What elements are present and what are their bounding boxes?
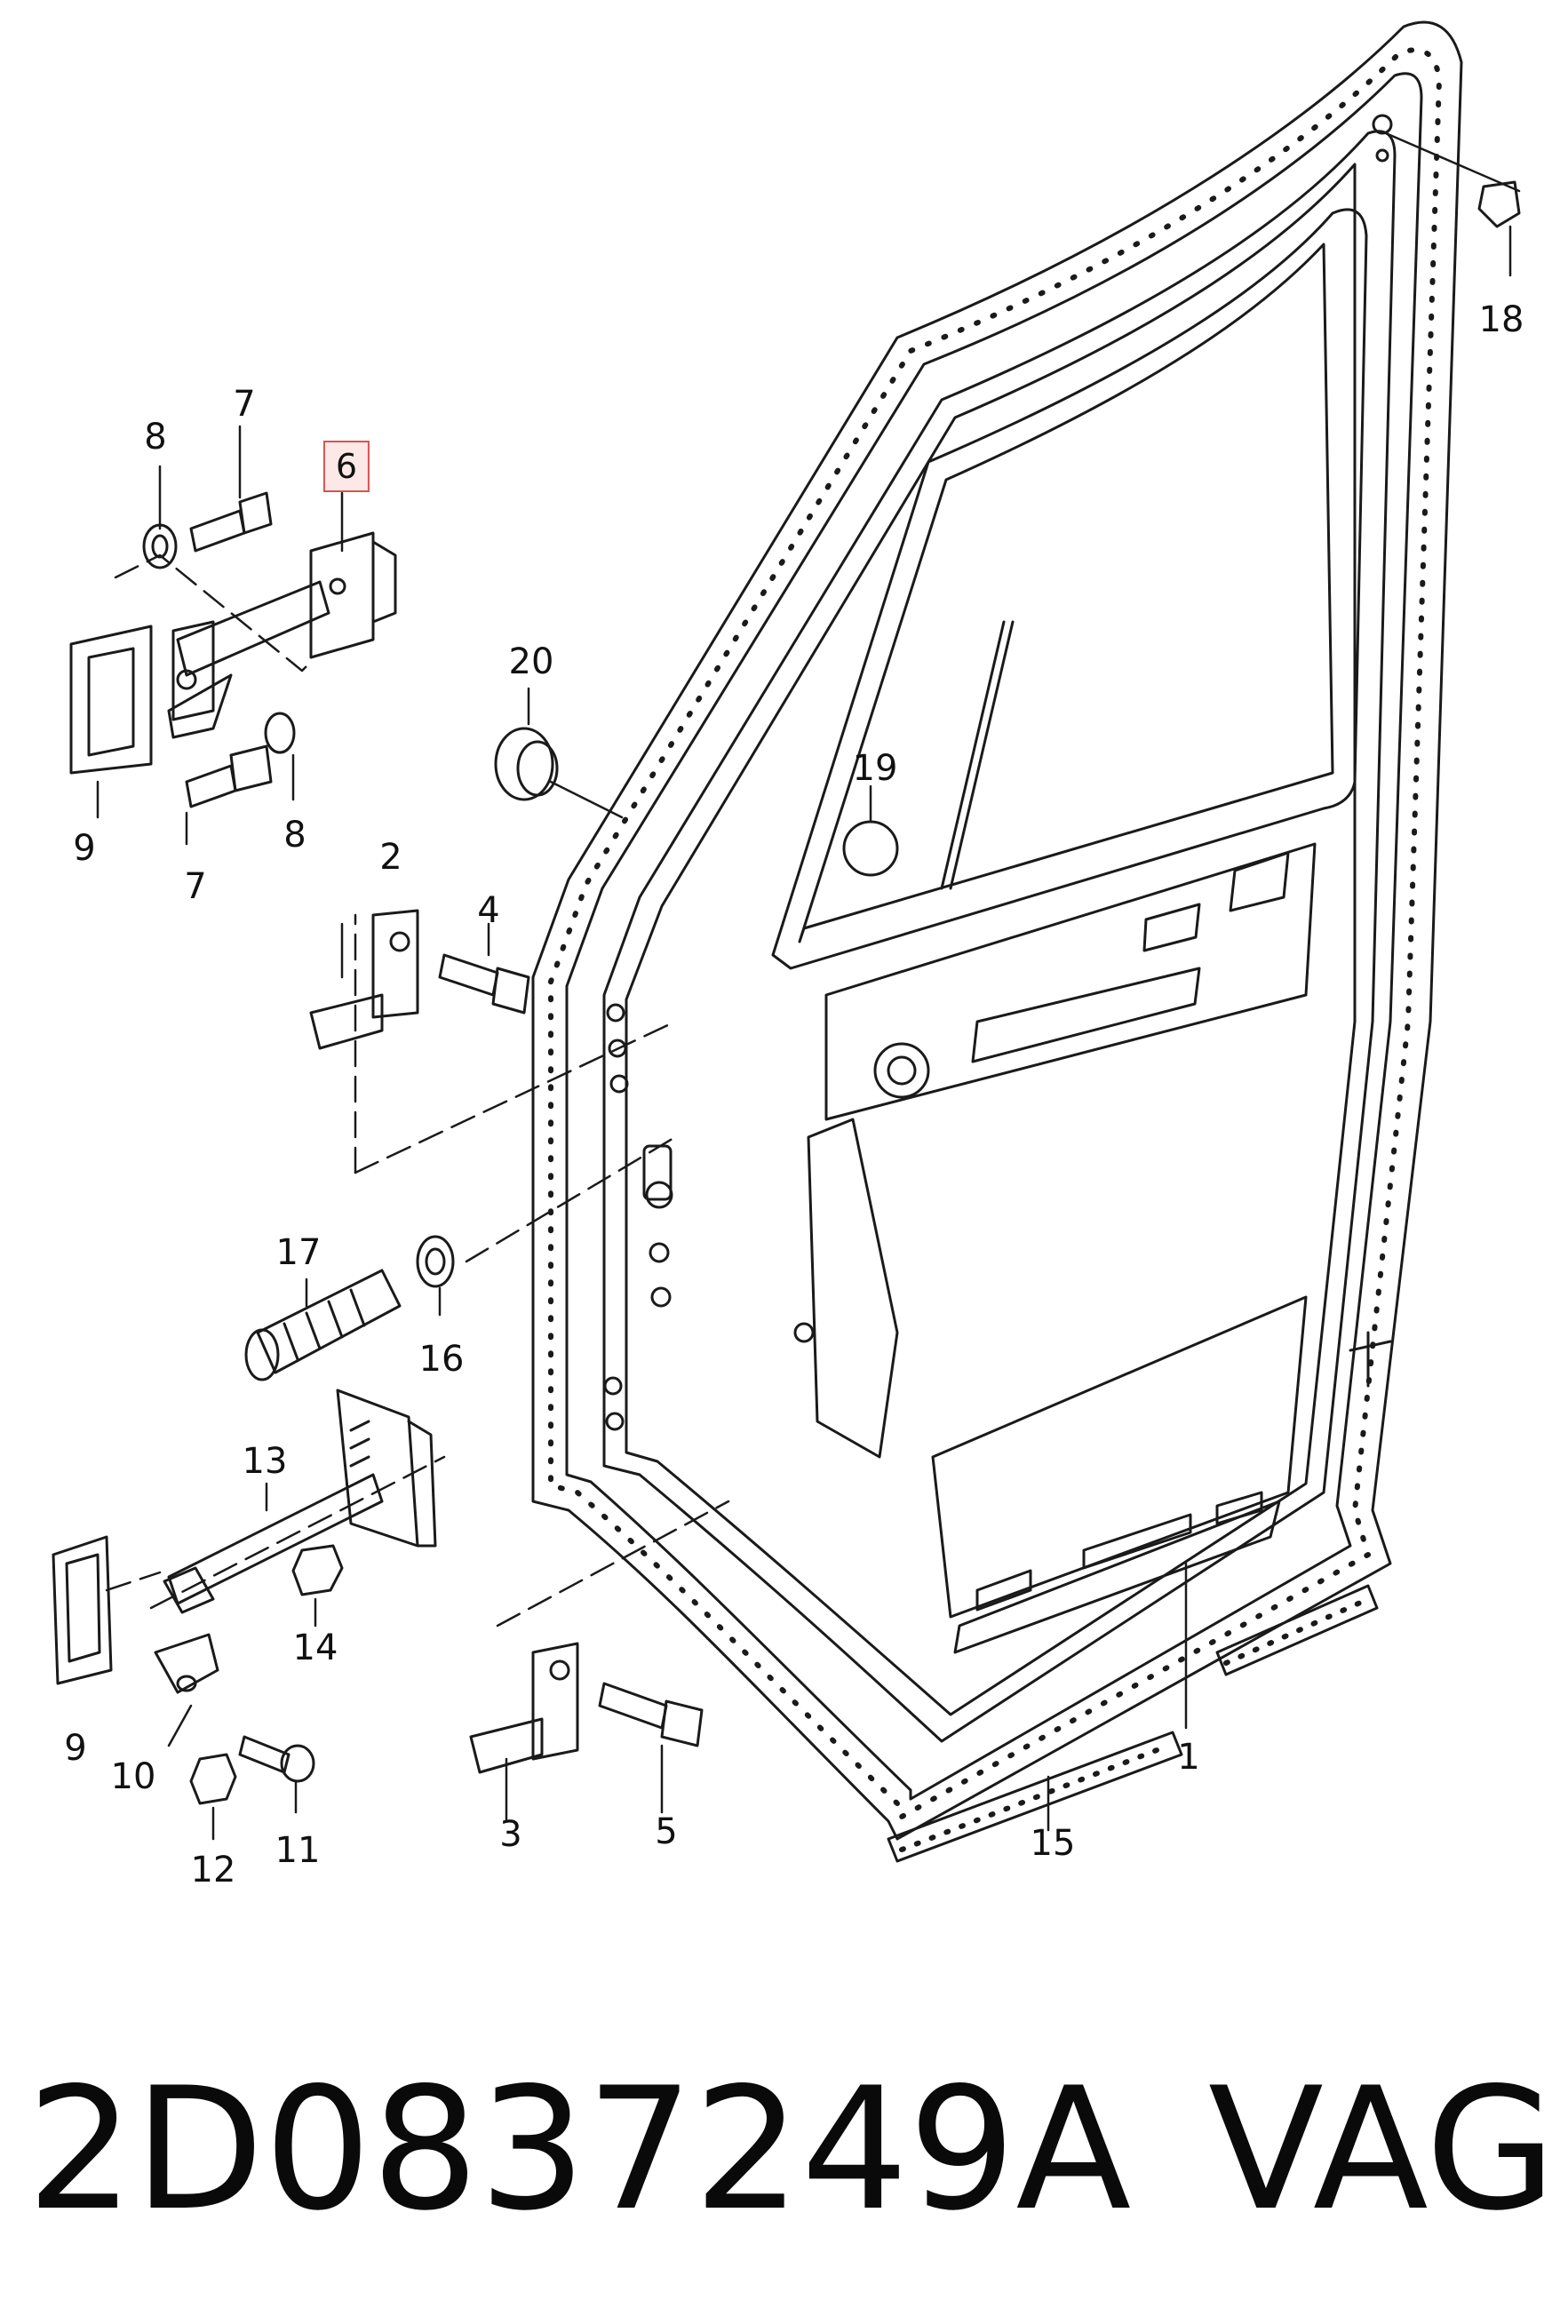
callout-16: 16 [418,1339,465,1380]
brand-name: VAG [1208,2051,1556,2248]
door-check-lower [52,1389,437,1694]
callout-4: 4 [477,890,500,931]
callout-15: 15 [1030,1823,1076,1864]
callout-19: 19 [852,748,898,789]
callout-8-bottom: 8 [283,815,306,856]
part-number: 2D0837249A [27,2051,1132,2248]
door-check-upper [69,531,397,775]
assembly-lines [105,553,730,1628]
callout-1: 1 [1177,1737,1200,1778]
callout-7-bottom: 7 [184,866,207,907]
callout-5: 5 [655,1811,678,1852]
hinges [309,909,579,1774]
callout-3: 3 [499,1814,522,1855]
callout-9-bottom: 9 [64,1728,87,1769]
door-shell [531,20,1463,1841]
fasteners [142,180,1521,1805]
callout-13: 13 [242,1441,288,1482]
callout-9-top: 9 [73,828,96,869]
caption: 2D0837249A VAG [27,2034,1556,2265]
callout-7-top: 7 [233,384,256,425]
callout-17: 17 [275,1232,322,1273]
callout-20: 20 [508,641,554,682]
seal-strips [887,1584,1379,1863]
callout-12: 12 [190,1850,236,1890]
callout-2: 2 [379,837,402,878]
callout-14: 14 [292,1628,338,1668]
pin-and-spring [244,1235,455,1381]
callout-11: 11 [275,1830,321,1871]
callout-6-highlighted: 6 [322,441,370,492]
callout-10: 10 [110,1756,156,1797]
exploded-parts-diagram [52,20,1521,1863]
leader-lines [96,131,1521,1841]
callout-8-top: 8 [144,417,167,458]
callout-18: 18 [1478,299,1524,340]
